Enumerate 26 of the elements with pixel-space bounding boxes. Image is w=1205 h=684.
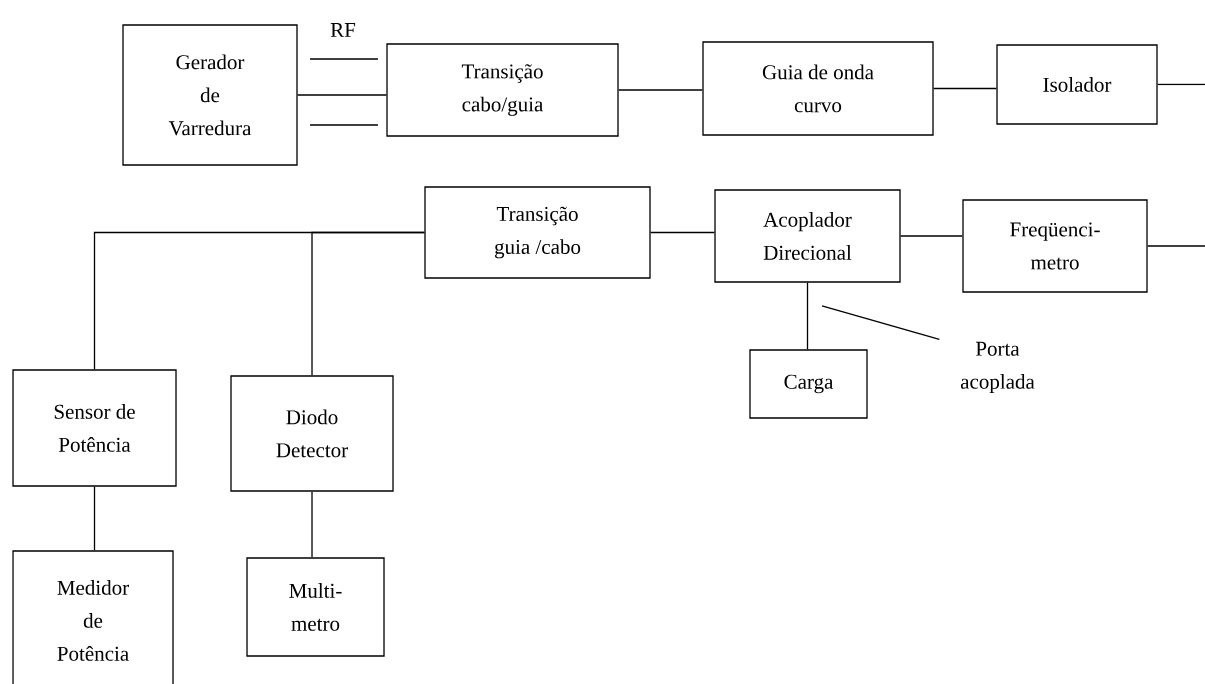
connector-line — [1157, 83, 1205, 86]
process-box: Diodo Detector — [230, 375, 394, 492]
process-box: Sensor de Potência — [12, 369, 177, 487]
connector-line — [297, 94, 387, 96]
signal-label: RF — [330, 23, 356, 37]
connector-line — [933, 87, 997, 90]
connector-line — [806, 282, 809, 350]
process-box: Multi- metro — [246, 557, 385, 657]
process-box: Carga — [749, 349, 868, 419]
connector-line — [311, 491, 313, 558]
process-box: Transição cabo/guia — [386, 43, 619, 137]
process-box: Gerador de Varredura — [122, 24, 298, 166]
process-box: Guia de onda curvo — [702, 41, 934, 136]
connector-line — [311, 231, 425, 376]
process-box: Acoplador Direcional — [714, 189, 901, 283]
process-box: Medidor de Potência — [12, 550, 174, 684]
connector-line — [900, 235, 963, 237]
process-box: Freqüenci- metro — [962, 199, 1148, 293]
connector-line — [93, 486, 96, 551]
leader-line — [821, 305, 940, 340]
process-box: Transição guia /cabo — [424, 186, 651, 279]
callout-text: Porta acoplada — [960, 341, 1035, 394]
connector-line — [618, 89, 703, 91]
process-box: Isolador — [996, 44, 1158, 125]
connector-line — [1147, 245, 1205, 247]
connector-line — [650, 231, 715, 234]
